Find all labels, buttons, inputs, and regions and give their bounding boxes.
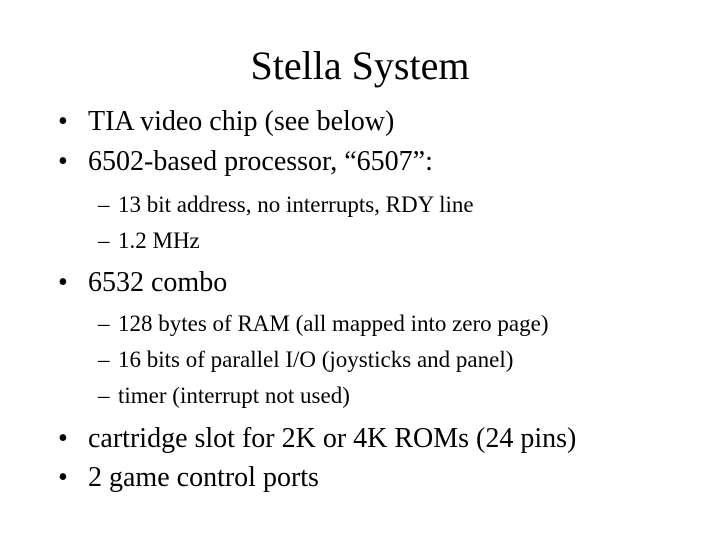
bullet-text: 6532 combo: [88, 267, 228, 298]
bullet-item: • TIA video chip (see below): [58, 105, 394, 139]
sub-bullet-item: –128 bytes of RAM (all mapped into zero …: [98, 309, 549, 339]
sub-bullet-text: timer (interrupt not used): [118, 383, 350, 408]
bullet-icon: •: [58, 423, 68, 454]
bullet-icon: •: [58, 106, 68, 137]
dash-icon: –: [98, 192, 110, 217]
bullet-item: • cartridge slot for 2K or 4K ROMs (24 pi…: [58, 422, 576, 456]
dash-icon: –: [98, 311, 110, 336]
sub-bullet-item: –13 bit address, no interrupts, RDY line: [98, 190, 474, 220]
bullet-text: cartridge slot for 2K or 4K ROMs (24 pin…: [88, 423, 577, 454]
dash-icon: –: [98, 383, 110, 408]
sub-bullet-item: –16 bits of parallel I/O (joysticks and …: [98, 345, 513, 375]
slide-title: Stella System: [250, 43, 470, 88]
sub-bullet-text: 128 bytes of RAM (all mapped into zero p…: [118, 311, 549, 336]
dash-icon: –: [98, 228, 110, 253]
sub-bullet-item: –timer (interrupt not used): [98, 381, 350, 411]
bullet-text: 6502-based processor, “6507”:: [88, 146, 433, 177]
sub-bullet-item: –1.2 MHz: [98, 226, 200, 256]
sub-bullet-text: 16 bits of parallel I/O (joysticks and p…: [118, 347, 514, 372]
sub-bullet-text: 1.2 MHz: [118, 228, 200, 253]
bullet-text: 2 game control ports: [88, 462, 319, 493]
bullet-icon: •: [58, 267, 68, 298]
bullet-item: • 2 game control ports: [58, 461, 319, 495]
bullet-item: • 6532 combo: [58, 266, 227, 300]
dash-icon: –: [98, 347, 110, 372]
bullet-text: TIA video chip (see below): [88, 106, 395, 137]
bullet-icon: •: [58, 462, 68, 493]
bullet-icon: •: [58, 146, 68, 177]
sub-bullet-text: 13 bit address, no interrupts, RDY line: [118, 192, 474, 217]
bullet-item: • 6502-based processor, “6507”:: [58, 145, 433, 179]
